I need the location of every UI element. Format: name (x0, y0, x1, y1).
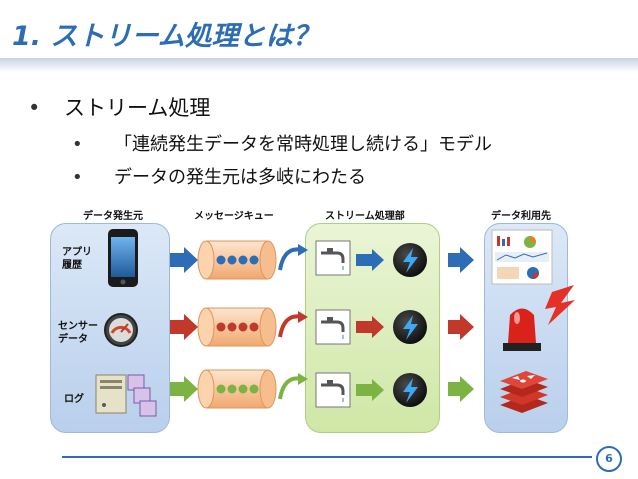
source-label-log: ログ (64, 394, 84, 405)
label-data-source: データ発生元 (83, 211, 143, 222)
faucet-icon-row1 (315, 240, 351, 276)
queue-cylinder-row2 (197, 307, 277, 347)
label-stream-processing: ストリーム処理部 (325, 211, 405, 222)
bullet-sub-1: • 「連続発生データを常時処理し続ける」モデル (72, 130, 492, 156)
bullet-marker: • (72, 134, 83, 155)
gauge-icon (104, 313, 138, 347)
bullet-sub-2: • データの発生元は多岐にわたる (72, 163, 366, 189)
server-log-icon (95, 374, 157, 417)
arrow-dest-row3 (448, 376, 474, 402)
curved-arrow-row2 (278, 311, 308, 338)
arrow-source-queue-row1 (170, 247, 198, 273)
arrow-dest-row2 (448, 314, 474, 340)
smartphone-icon (108, 229, 138, 287)
alarm-siren-icon (503, 285, 575, 351)
bullet-sub-1-text: 「連続発生データを常時処理し続ける」モデル (114, 134, 492, 155)
arrow-source-queue-row2 (170, 314, 198, 340)
bullet-sub-2-text: データの発生元は多岐にわたる (114, 167, 366, 188)
redis-icon (500, 371, 548, 413)
bullet-marker: • (28, 96, 41, 120)
source-label-sensor: センサー データ (58, 321, 98, 345)
faucet-icon-row2 (315, 309, 351, 345)
curved-arrow-row3 (278, 373, 308, 400)
page-number: 6 (596, 446, 622, 472)
lightning-icon-row2 (393, 310, 427, 344)
footer-line (62, 456, 592, 458)
arrow-source-queue-row3 (170, 376, 198, 402)
label-data-destination: データ利用先 (491, 211, 551, 222)
title-underline (0, 58, 638, 72)
source-label-app: アプリ 履歴 (62, 247, 92, 271)
dashboard-icon (491, 229, 553, 285)
arrow-dest-row1 (448, 247, 474, 273)
lightning-icon-row1 (393, 243, 427, 277)
curved-arrow-row1 (278, 244, 308, 271)
queue-cylinder-row1 (197, 240, 277, 280)
bullet-marker: • (72, 167, 83, 188)
bullet-main: • ストリーム処理 (28, 92, 210, 122)
arrow-process-row2 (356, 316, 384, 338)
faucet-icon-row3 (315, 372, 351, 408)
arrow-process-row3 (356, 379, 384, 401)
lightning-icon-row3 (393, 373, 427, 407)
slide-title: 1. ストリーム処理とは？ (12, 21, 320, 52)
queue-cylinder-row3 (197, 369, 277, 409)
label-message-queue: メッセージキュー (194, 211, 274, 222)
bullet-main-text: ストリーム処理 (64, 96, 211, 120)
arrow-process-row1 (356, 249, 384, 271)
